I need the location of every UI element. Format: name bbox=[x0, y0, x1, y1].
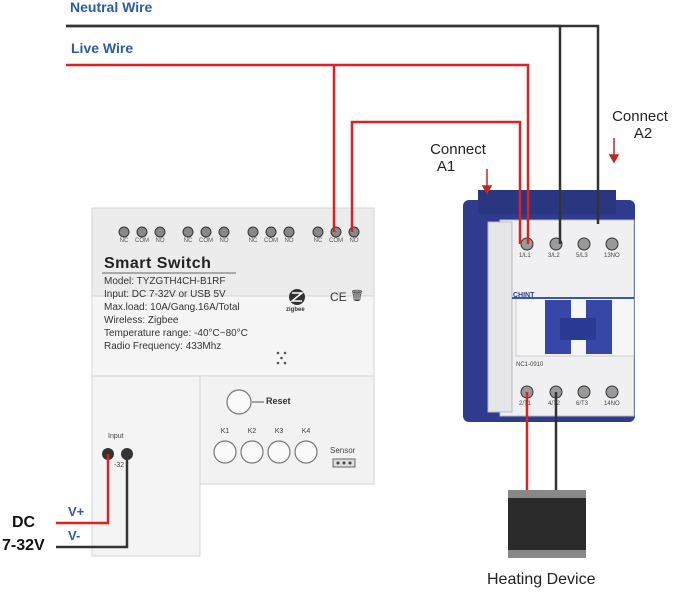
contactor-rating: NC1-0910 bbox=[516, 362, 544, 368]
terminal-label: 4/T2 bbox=[548, 401, 561, 407]
connect-a1-line1: Connect bbox=[430, 141, 486, 158]
terminal-label: NO bbox=[284, 238, 294, 244]
terminal-label: NO bbox=[155, 238, 165, 244]
zigbee-label: zigbee bbox=[286, 307, 305, 313]
terminal-label: NC bbox=[183, 238, 193, 244]
k2-button-shape bbox=[240, 440, 264, 464]
ce-mark: CE bbox=[330, 290, 347, 304]
connect-a2-line1: Connect bbox=[612, 108, 668, 125]
terminal-label: 3/L2 bbox=[548, 253, 560, 259]
reset-button-shape bbox=[226, 389, 252, 415]
smart-switch-module bbox=[91, 207, 375, 557]
k4-button-shape bbox=[294, 440, 318, 464]
terminal-label: COM bbox=[329, 238, 343, 244]
module-screw-terminals bbox=[118, 226, 360, 238]
contactor-body bbox=[463, 190, 635, 422]
dc-positive-label: V+ bbox=[68, 504, 85, 519]
dc-negative-label: V- bbox=[68, 528, 81, 543]
key-label: K3 bbox=[274, 428, 284, 435]
terminal-label: NC bbox=[248, 238, 258, 244]
spec-radio-frequency: Radio Frequency: 433Mhz bbox=[104, 341, 222, 352]
terminal-label: 6/T3 bbox=[576, 401, 589, 407]
connect-a1-label: Connect A1 bbox=[422, 141, 494, 175]
input-voltage-label: -32 bbox=[114, 462, 125, 469]
dc-wires bbox=[56, 454, 129, 549]
connect-a1-arrow bbox=[481, 169, 493, 195]
contactor-brand: CHINT bbox=[513, 292, 535, 299]
live-wire-label: Live Wire bbox=[71, 40, 134, 56]
terminal-label: NC bbox=[313, 238, 323, 244]
reset-label: Reset bbox=[266, 396, 291, 406]
key-label: K4 bbox=[301, 428, 311, 435]
terminal-label: COM bbox=[199, 238, 213, 244]
connect-a2-line2: A2 bbox=[633, 125, 653, 142]
speaker-icon bbox=[276, 351, 287, 365]
connect-a2-arrow bbox=[608, 138, 620, 164]
terminal-label: NO bbox=[349, 238, 359, 244]
k1-button-shape bbox=[213, 440, 237, 464]
spec-input: Input: DC 7-32V or USB 5V bbox=[104, 289, 226, 300]
live-wire bbox=[66, 63, 530, 490]
terminal-label: 5/L3 bbox=[576, 253, 588, 259]
heating-device-icon bbox=[508, 490, 586, 558]
dc-power-label-line2: 7-32V bbox=[2, 537, 45, 554]
spec-temperature: Temperature range: -40°C~80°C bbox=[104, 328, 248, 339]
connect-a2-label: Connect A2 bbox=[604, 108, 676, 142]
spec-wireless: Wireless: Zigbee bbox=[104, 315, 179, 326]
terminal-label: 13NO bbox=[604, 253, 620, 259]
spec-max-load: Max.load: 10A/Gang.16A/Total bbox=[104, 302, 240, 313]
neutral-wire bbox=[66, 24, 600, 490]
spec-model: Model: TYZGTH4CH-B1RF bbox=[104, 276, 226, 287]
terminal-label: COM bbox=[264, 238, 278, 244]
terminal-label: 14NO bbox=[604, 401, 620, 407]
terminal-label: 1/L1 bbox=[519, 253, 531, 259]
k3-button-shape bbox=[267, 440, 291, 464]
module-label-section bbox=[91, 295, 375, 377]
connect-a1-line2: A1 bbox=[436, 158, 456, 175]
key-label: K1 bbox=[220, 428, 230, 435]
heating-device-label: Heating Device bbox=[487, 571, 596, 588]
input-label: Input bbox=[108, 433, 124, 440]
terminal-label: 2/T1 bbox=[519, 401, 532, 407]
weee-bin-icon: 🗑 bbox=[350, 290, 364, 302]
smart-switch-title: Smart Switch bbox=[104, 255, 212, 272]
module-left-section bbox=[91, 375, 201, 557]
module-top-section bbox=[91, 207, 375, 297]
key-label: K2 bbox=[247, 428, 257, 435]
terminal-label: COM bbox=[135, 238, 149, 244]
dc-power-label-line1: DC bbox=[12, 514, 36, 531]
terminal-label: NC bbox=[119, 238, 129, 244]
neutral-wire-label: Neutral Wire bbox=[70, 0, 153, 15]
terminal-label: NO bbox=[219, 238, 229, 244]
sensor-label: Sensor bbox=[330, 446, 356, 455]
